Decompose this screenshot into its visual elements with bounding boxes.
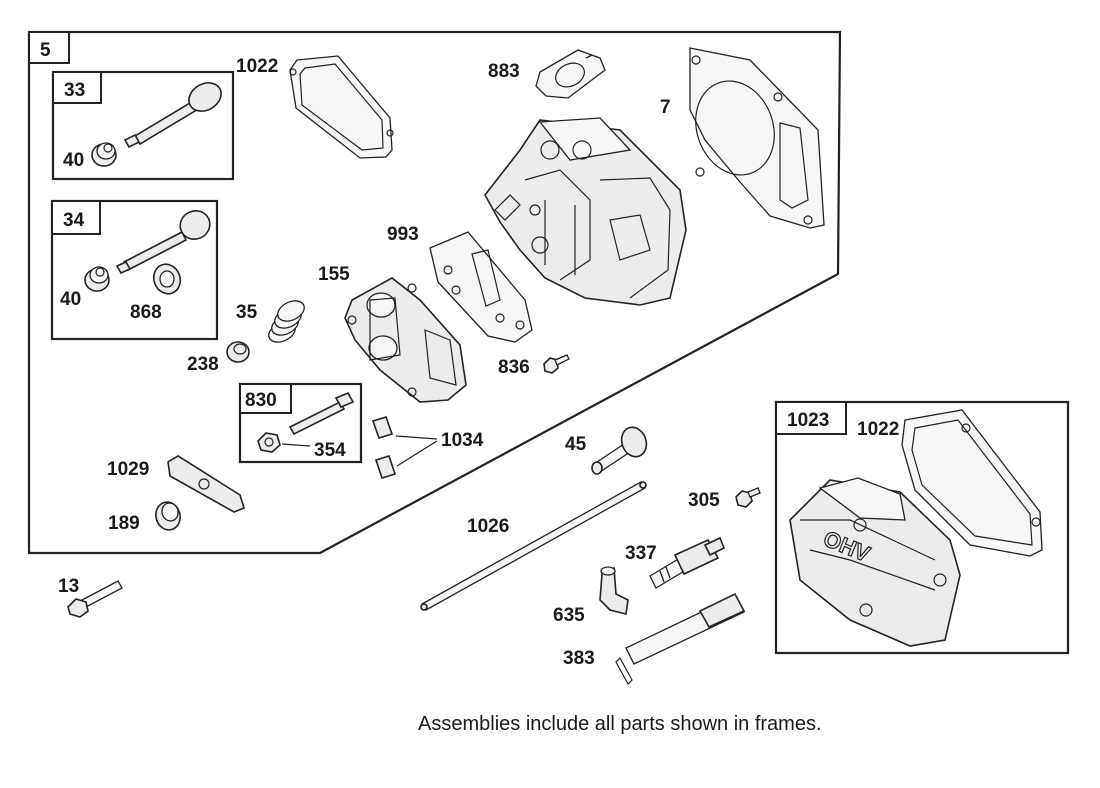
screw-836 bbox=[543, 354, 570, 374]
head-gasket-7 bbox=[689, 47, 825, 229]
label-868: 868 bbox=[130, 302, 162, 323]
push-rod-1026 bbox=[420, 481, 647, 611]
label-155: 155 bbox=[318, 264, 350, 285]
valve-part-33 bbox=[123, 82, 222, 149]
rocker-cover-1023: OHV bbox=[789, 477, 961, 647]
lifter-45 bbox=[591, 426, 648, 475]
rocker-stud-830 bbox=[288, 391, 355, 436]
frame-1023-label: 1023 bbox=[787, 410, 829, 431]
spark-plug-337 bbox=[649, 536, 726, 589]
label-238: 238 bbox=[187, 354, 219, 375]
label-305: 305 bbox=[688, 490, 720, 511]
elbow-fitting-635 bbox=[599, 566, 629, 615]
label-836: 836 bbox=[498, 357, 530, 378]
label-1026: 1026 bbox=[467, 516, 509, 537]
label-1034: 1034 bbox=[441, 430, 484, 451]
label-354: 354 bbox=[314, 440, 346, 461]
plate-155 bbox=[344, 277, 467, 403]
frame-33-tag bbox=[52, 71, 102, 104]
intake-gasket-883 bbox=[535, 49, 606, 99]
spark-plug-wrench-383 bbox=[615, 592, 746, 685]
leader-1034-lower bbox=[396, 440, 438, 467]
nut-354 bbox=[257, 432, 311, 453]
frame-5-border bbox=[27, 30, 842, 555]
frame-1023-border bbox=[774, 400, 1070, 655]
frame-830-label: 830 bbox=[245, 390, 277, 411]
valve-seal-40-b bbox=[84, 266, 110, 292]
label-13: 13 bbox=[58, 576, 79, 597]
screw-305 bbox=[735, 487, 761, 508]
valve-spring-35 bbox=[268, 300, 305, 343]
frame-34-tag bbox=[51, 200, 101, 235]
label-189: 189 bbox=[108, 513, 140, 534]
label-40-b: 40 bbox=[60, 289, 81, 310]
label-883: 883 bbox=[488, 61, 520, 82]
frame-5-label: 5 bbox=[40, 40, 51, 61]
label-35: 35 bbox=[236, 302, 258, 323]
label-7: 7 bbox=[660, 97, 671, 118]
leader-1034-upper bbox=[395, 435, 438, 440]
frame-830-border bbox=[238, 382, 363, 464]
valve-seal-40-a bbox=[91, 142, 117, 167]
assembly-note: Assemblies include all parts shown in fr… bbox=[418, 713, 822, 735]
frame-33-border bbox=[51, 70, 235, 181]
label-1029: 1029 bbox=[107, 459, 149, 480]
label-337: 337 bbox=[625, 543, 657, 564]
valve-rotator-868 bbox=[152, 263, 182, 295]
frame-830-tag bbox=[239, 383, 292, 414]
bushing-189 bbox=[155, 501, 181, 531]
clip-1034-lower bbox=[374, 455, 397, 479]
label-45: 45 bbox=[565, 434, 587, 455]
valve-part-34 bbox=[115, 210, 211, 275]
frame-34-label: 34 bbox=[63, 210, 85, 231]
rocker-cover-gasket-1022-b bbox=[901, 409, 1043, 557]
frame-1023-tag bbox=[775, 401, 847, 435]
frame-5-tag bbox=[28, 31, 70, 64]
gasket-993 bbox=[429, 231, 533, 343]
spring-cap-238 bbox=[226, 341, 250, 363]
label-1022-b: 1022 bbox=[857, 419, 899, 440]
frame-33-label: 33 bbox=[64, 80, 85, 101]
clip-1034-upper bbox=[371, 416, 394, 439]
frame-34-border bbox=[50, 199, 219, 341]
label-40-a: 40 bbox=[63, 150, 84, 171]
label-993: 993 bbox=[387, 224, 419, 245]
screw-13 bbox=[67, 580, 123, 618]
label-1022-a: 1022 bbox=[236, 56, 278, 77]
rocker-arm-1029 bbox=[167, 455, 245, 513]
rocker-cover-gasket-1022-a bbox=[289, 55, 394, 159]
label-383: 383 bbox=[563, 648, 595, 669]
label-635: 635 bbox=[553, 605, 585, 626]
cylinder-head bbox=[484, 117, 687, 306]
